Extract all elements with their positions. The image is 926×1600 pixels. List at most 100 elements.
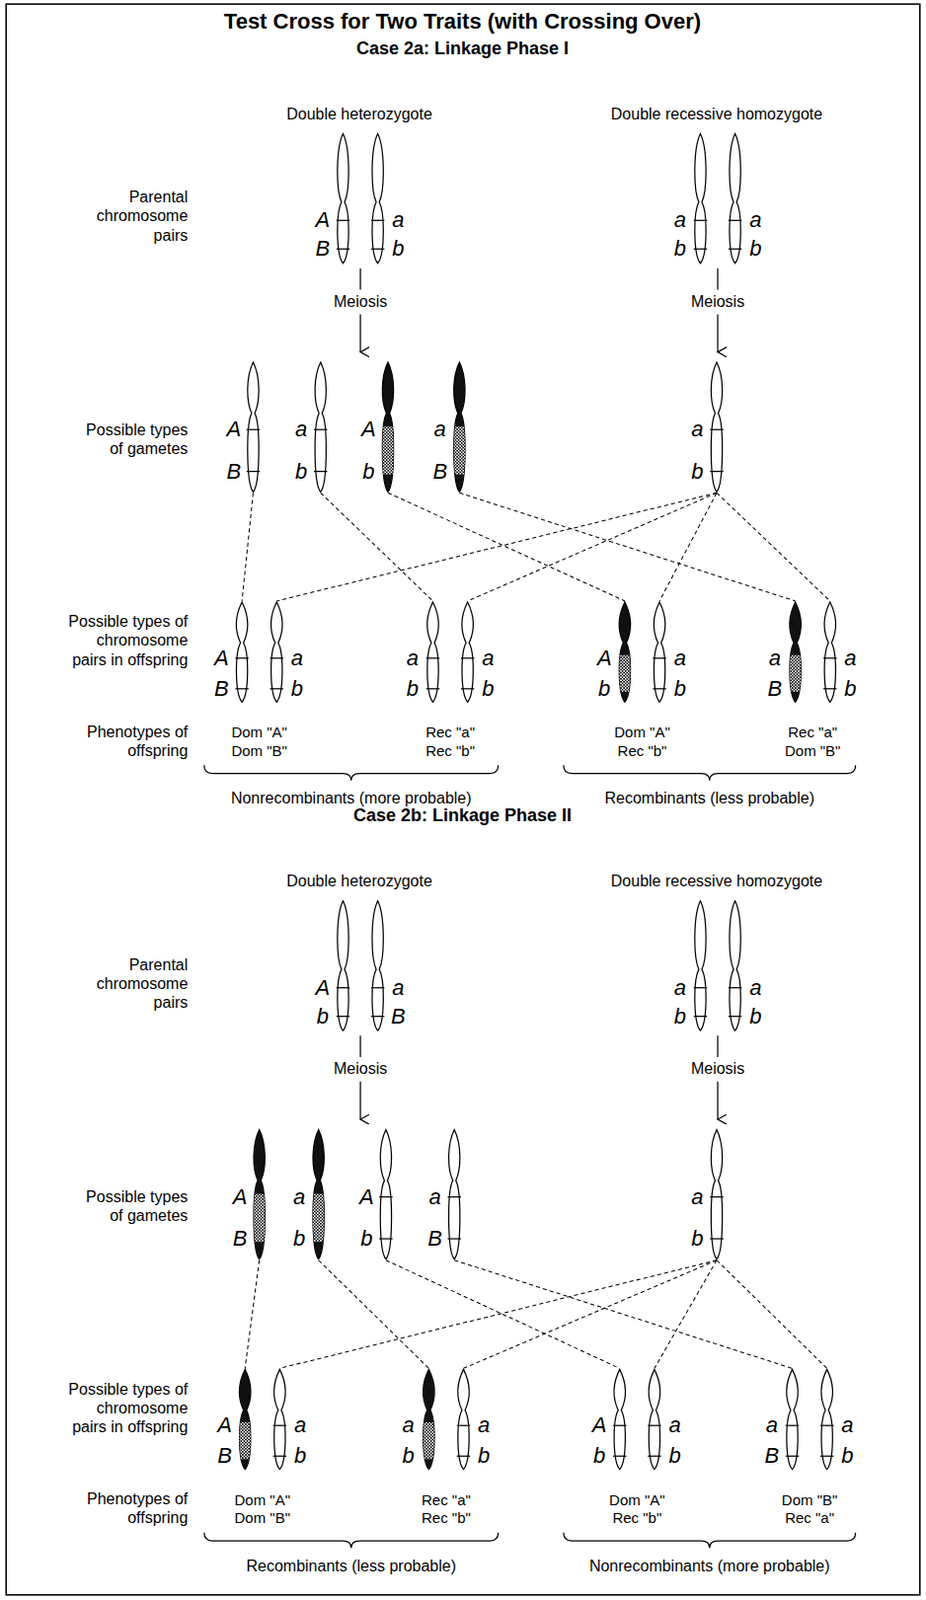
allele-label: b <box>691 1226 703 1251</box>
row-label: Parental chromosome pairs <box>88 187 188 245</box>
allele-label: b <box>674 676 687 701</box>
gamete-link <box>467 492 717 602</box>
locus-band <box>426 688 440 690</box>
allele-label: a <box>294 1413 307 1439</box>
allele-label: a <box>766 1413 778 1439</box>
chromosome <box>694 133 706 263</box>
locus-band <box>371 220 385 222</box>
crossover-segment <box>380 426 397 475</box>
allele-label: a <box>769 645 781 671</box>
meiosis-arrow <box>359 1081 361 1120</box>
chromosome <box>449 1129 461 1259</box>
row-label: Parental chromosome pairs <box>88 955 188 1013</box>
locus-band <box>313 429 327 431</box>
phenotype-label: Rec "b" <box>612 1510 662 1528</box>
allele-label: b <box>593 1444 606 1469</box>
chromosome <box>247 362 259 492</box>
locus-band <box>447 1196 461 1198</box>
allele-label: A <box>214 645 230 671</box>
locus-band <box>270 688 284 690</box>
allele-label: a <box>481 645 494 671</box>
locus-band <box>336 220 350 222</box>
allele-label: a <box>844 645 856 671</box>
allele-label: b <box>391 236 404 262</box>
allele-label: B <box>768 676 783 701</box>
arrows-braces <box>204 268 856 1548</box>
phenotype-label: Rec "b" <box>421 1510 471 1528</box>
locus-band <box>694 987 707 989</box>
chromosome <box>821 1369 833 1469</box>
allele-label: a <box>691 417 703 443</box>
row-label: Phenotypes of offspring <box>78 1489 188 1528</box>
allele-label: b <box>749 1003 762 1029</box>
chromosome <box>824 602 836 702</box>
allele-label: a <box>293 1184 306 1210</box>
phenotype-label: Dom "B" <box>784 742 842 760</box>
crossover-segment <box>250 1194 268 1243</box>
allele-label: b <box>316 1003 329 1029</box>
chromosome <box>648 1369 660 1469</box>
phenotype-label: Rec "b" <box>425 742 475 760</box>
locus-band <box>336 248 350 250</box>
allele-label: b <box>841 1444 853 1469</box>
gamete-link <box>659 492 717 602</box>
locus-band <box>371 248 385 250</box>
allele-label: b <box>293 1226 306 1251</box>
chromosome <box>729 133 741 263</box>
locus-band <box>234 688 248 690</box>
allele-label: A <box>361 417 377 443</box>
meiosis-label: Meiosis <box>333 1060 387 1079</box>
locus-band <box>728 1015 742 1017</box>
allele-label: A <box>592 1413 608 1439</box>
phenotype-label: Rec "b" <box>617 742 668 760</box>
locus-band <box>313 470 327 472</box>
chromosome <box>235 602 247 702</box>
gamete-link <box>385 1260 620 1370</box>
locus-band <box>823 657 837 659</box>
chromosome <box>653 602 665 702</box>
gamete-link <box>454 1260 792 1370</box>
phenotype-label: Dom "A" <box>234 1491 292 1509</box>
allele-label: b <box>295 459 308 484</box>
allele-label: B <box>432 459 448 484</box>
gamete-link <box>387 492 625 602</box>
allele-label: a <box>406 645 419 671</box>
allele-label: b <box>360 1226 373 1251</box>
chromosome <box>458 1369 469 1469</box>
phenotype-label: Rec "a" <box>787 724 838 742</box>
gamete-link <box>463 1260 717 1370</box>
chromosome <box>729 901 741 1031</box>
gamete-link <box>244 1260 259 1370</box>
parent-label: Double recessive homozygote <box>611 872 823 891</box>
locus-band <box>234 657 248 659</box>
locus-band <box>461 688 474 690</box>
row-label: Phenotypes of offspring <box>78 721 188 760</box>
allele-label: b <box>481 676 494 701</box>
meiosis-line <box>359 268 361 291</box>
allele-label: a <box>749 208 762 233</box>
locus-band <box>457 1425 470 1427</box>
allele-label: B <box>226 459 241 484</box>
meiosis-arrow <box>359 313 361 352</box>
chromosome <box>614 1369 625 1469</box>
locus-band <box>371 1015 385 1017</box>
chromosome <box>694 901 706 1031</box>
phenotype-label: Dom "A" <box>231 724 288 742</box>
allele-label: b <box>674 1003 687 1029</box>
parent-label: Double heterozygote <box>286 872 433 891</box>
phenotype-label: Dom "B" <box>231 742 288 760</box>
gamete-link <box>241 492 253 602</box>
allele-label: a <box>477 1413 490 1439</box>
gamete-link <box>716 1260 828 1370</box>
allele-label: b <box>668 1444 681 1469</box>
row-label: Possible types of chromosome pairs in of… <box>58 1380 188 1438</box>
frame <box>5 3 921 1596</box>
locus-band <box>273 1456 287 1458</box>
allele-label: A <box>314 208 330 233</box>
chromosome <box>427 602 439 702</box>
locus-band <box>379 1237 392 1239</box>
locus-band <box>728 248 742 250</box>
locus-band <box>823 688 837 690</box>
chromosome <box>380 1129 391 1259</box>
allele-label: a <box>668 1413 681 1439</box>
